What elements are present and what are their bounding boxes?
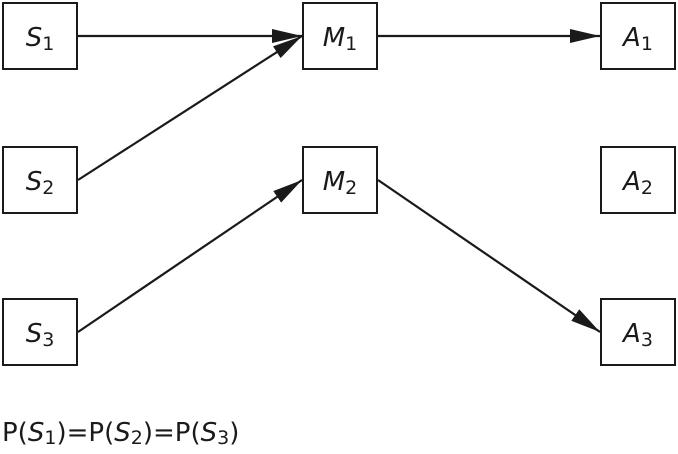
node-s2: S2 bbox=[2, 146, 78, 214]
node-s3: S3 bbox=[2, 298, 78, 366]
equals-sign: = bbox=[66, 418, 89, 448]
node-m2: M2 bbox=[302, 146, 378, 214]
probability-term: P(S1) bbox=[2, 418, 67, 449]
node-label: S3 bbox=[26, 319, 55, 351]
arrow-m2-to-a3 bbox=[377, 179, 601, 333]
node-box bbox=[302, 2, 378, 70]
node-label: A2 bbox=[621, 167, 653, 199]
node-box bbox=[600, 146, 676, 214]
arrow-s2-to-m1 bbox=[77, 35, 303, 181]
node-box bbox=[600, 298, 676, 366]
node-s1: S1 bbox=[2, 2, 78, 70]
node-box bbox=[2, 298, 78, 366]
node-box bbox=[302, 146, 378, 214]
node-box bbox=[600, 2, 676, 70]
node-label: M1 bbox=[323, 23, 358, 55]
arrow-s3-to-m2 bbox=[77, 179, 303, 333]
probability-formula: P(S1)=P(S2)=P(S3) bbox=[2, 418, 239, 448]
node-a1: A1 bbox=[600, 2, 676, 70]
node-label: M2 bbox=[323, 167, 358, 199]
node-label: S2 bbox=[26, 167, 55, 199]
node-label: A1 bbox=[621, 23, 653, 55]
edges bbox=[77, 29, 601, 333]
probability-term: P(S3) bbox=[174, 418, 240, 449]
probability-term: P(S2) bbox=[88, 418, 153, 449]
node-m1: M1 bbox=[302, 2, 378, 70]
node-a3: A3 bbox=[600, 298, 676, 366]
node-label: A3 bbox=[621, 319, 653, 351]
node-a2: A2 bbox=[600, 146, 676, 214]
node-box bbox=[2, 2, 78, 70]
node-label: S1 bbox=[26, 23, 55, 55]
equals-sign: = bbox=[152, 418, 175, 448]
node-box bbox=[2, 146, 78, 214]
